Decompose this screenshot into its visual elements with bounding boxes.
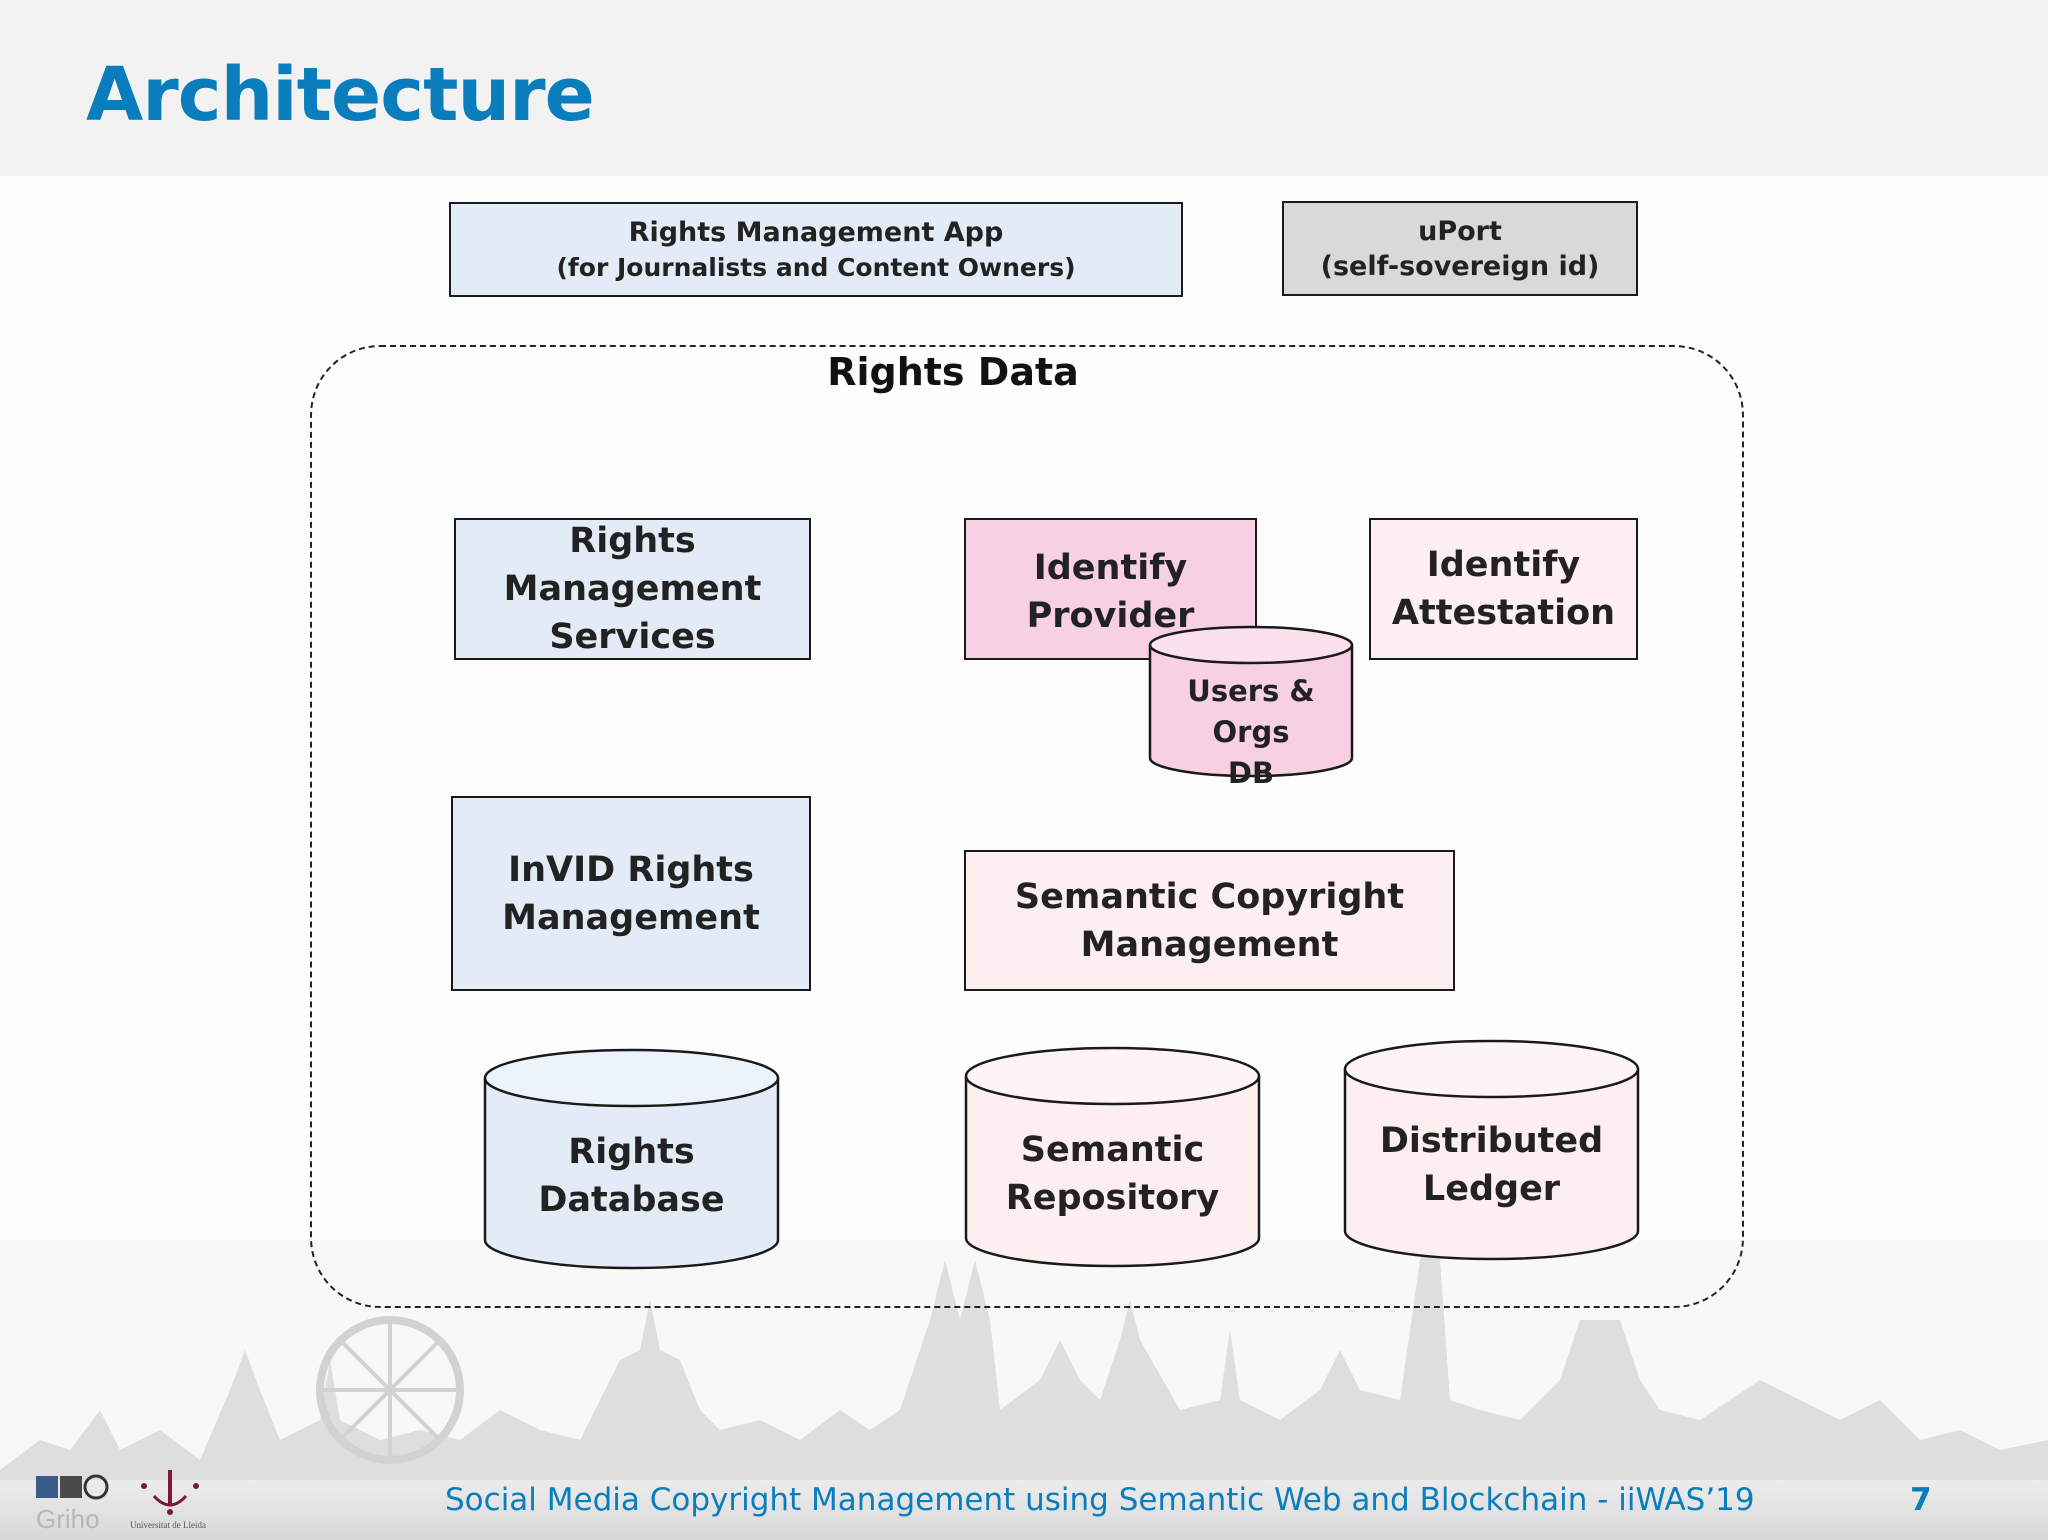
identify-attestation-line-2: Attestation [1391, 593, 1616, 633]
rms-line-2: Management [503, 569, 762, 609]
page-number: 7 [1910, 1482, 1932, 1518]
distributed-ledger-cylinder: Distributed Ledger [1343, 1039, 1640, 1261]
rights-management-app-title: Rights Management App [628, 216, 1004, 248]
identify-provider-line-2: Provider [1026, 596, 1195, 636]
griho-logo: Griho [34, 1474, 114, 1534]
identify-attestation-box: Identify Attestation [1369, 518, 1638, 660]
rms-line-3: Services [549, 617, 716, 657]
identify-provider-line-1: Identify [1033, 548, 1188, 588]
semantic-repository-line-1: Semantic [1020, 1130, 1205, 1170]
uport-box: uPort (self-sovereign id) [1282, 201, 1638, 296]
rights-database-cylinder: Rights Database [483, 1048, 780, 1270]
slide-header: Architecture [0, 0, 2048, 176]
semantic-repository-cylinder: Semantic Repository [964, 1046, 1261, 1268]
uport-subtitle: (self-sovereign id) [1320, 250, 1600, 282]
users-orgs-db-line-1: Users & Orgs [1187, 674, 1315, 749]
rights-management-app-box: Rights Management App (for Journalists a… [449, 202, 1183, 297]
rms-line-1: Rights [569, 521, 696, 561]
udl-logo-text: Universitat de Lleida [130, 1520, 206, 1530]
rights-data-label: Rights Data [827, 350, 1079, 394]
slide-title: Architecture [86, 52, 595, 138]
griho-logo-text: Griho [36, 1504, 100, 1534]
invid-line-2: Management [502, 897, 760, 938]
distributed-ledger-line-1: Distributed [1379, 1121, 1604, 1161]
identify-attestation-line-1: Identify [1426, 545, 1581, 585]
rights-database-line-1: Rights [568, 1132, 695, 1172]
rights-database-line-2: Database [538, 1180, 725, 1220]
users-orgs-db-cylinder: Users & Orgs DB [1148, 625, 1354, 790]
slide-footer: Social Media Copyright Management using … [445, 1482, 1755, 1518]
semantic-copyright-management-box: Semantic Copyright Management [964, 850, 1455, 991]
uport-title: uPort [1418, 215, 1502, 247]
scm-line-1: Semantic Copyright [1014, 876, 1405, 917]
invid-line-1: InVID Rights [508, 849, 754, 890]
invid-rights-management-box: InVID Rights Management [451, 796, 811, 991]
semantic-repository-line-2: Repository [1005, 1178, 1220, 1218]
distributed-ledger-line-2: Ledger [1422, 1169, 1561, 1209]
rights-data-group [310, 345, 1744, 1308]
users-orgs-db-line-2: DB [1227, 756, 1275, 790]
udl-logo: Universitat de Lleida [130, 1466, 210, 1530]
rights-management-app-subtitle: (for Journalists and Content Owners) [556, 252, 1076, 282]
rights-management-services-box: Rights Management Services [454, 518, 811, 660]
scm-line-2: Management [1080, 924, 1339, 965]
